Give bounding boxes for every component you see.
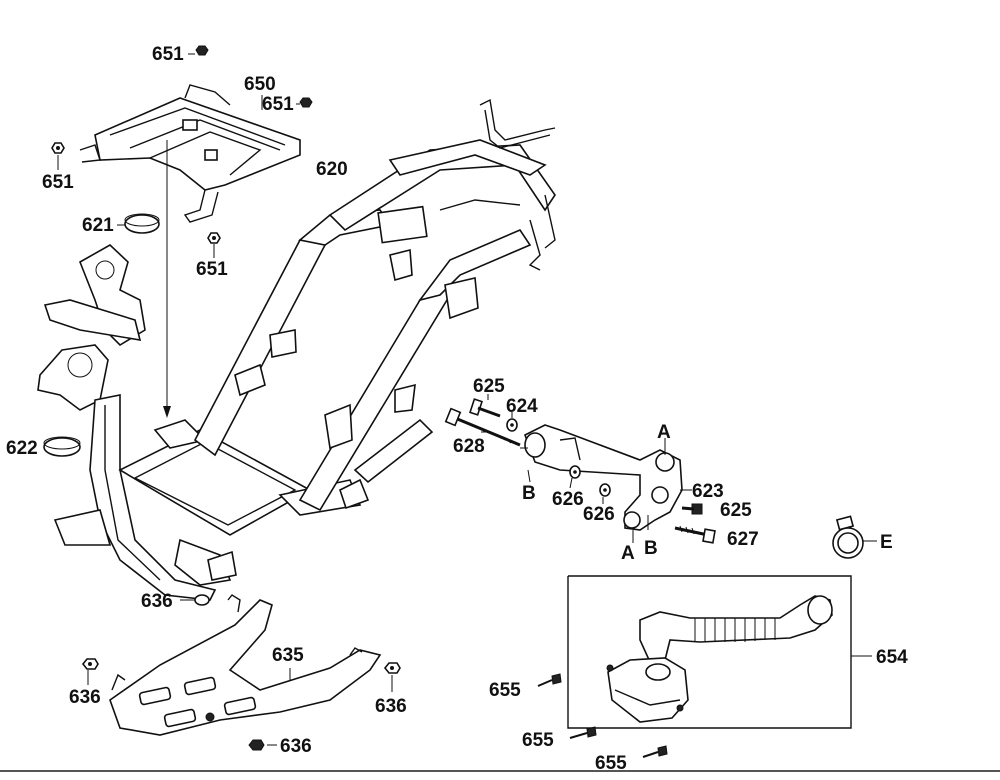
assembly-654-box (567, 575, 852, 729)
callout-624: 624 (506, 396, 538, 417)
part-622-grommet[interactable] (43, 436, 81, 457)
part-624-washer[interactable] (506, 418, 518, 432)
callout-636-d: 636 (280, 736, 312, 757)
callout-E: E (880, 532, 893, 553)
callout-636-c: 636 (375, 696, 407, 717)
callout-625-upper: 625 (473, 376, 505, 397)
part-651-nut-left[interactable] (51, 142, 65, 154)
callout-651-top: 651 (152, 44, 184, 65)
part-620-frame[interactable] (37, 98, 556, 601)
part-636-screw-b[interactable] (81, 658, 99, 670)
callout-636-b: 636 (69, 687, 101, 708)
part-635-under-cover[interactable] (109, 594, 382, 736)
part-636-screw-c[interactable] (383, 662, 401, 674)
callout-651-left: 651 (42, 172, 74, 193)
callout-651-right: 651 (262, 94, 294, 115)
callout-623: 623 (692, 481, 724, 502)
part-626-washer-b[interactable] (599, 483, 611, 497)
part-650-bracket[interactable] (79, 84, 301, 223)
part-655-screw-c[interactable] (642, 745, 668, 758)
part-654-air-duct[interactable] (606, 595, 833, 723)
callout-655-b: 655 (522, 730, 554, 751)
callout-A-upper: A (657, 422, 671, 443)
callout-627: 627 (727, 529, 759, 550)
part-651-nut-right[interactable] (299, 97, 313, 108)
callout-621: 621 (82, 215, 114, 236)
callout-625-lower: 625 (720, 500, 752, 521)
callout-635: 635 (272, 645, 304, 666)
part-636-screw-a[interactable] (194, 594, 210, 606)
callout-620: 620 (316, 159, 348, 180)
part-625-bolt-upper[interactable] (469, 398, 501, 418)
callout-651-mid: 651 (196, 259, 228, 280)
part-651-nut-top[interactable] (195, 45, 209, 56)
callout-A-lower: A (621, 543, 635, 564)
callout-655-a: 655 (489, 680, 521, 701)
callout-636-a: 636 (141, 591, 173, 612)
part-625-bolt-lower[interactable] (681, 503, 703, 515)
part-636-screw-d[interactable] (248, 739, 265, 751)
callout-626-b: 626 (583, 504, 615, 525)
callout-622: 622 (6, 438, 38, 459)
callout-628: 628 (453, 436, 485, 457)
part-621-grommet[interactable] (124, 213, 160, 234)
part-655-screw-a[interactable] (537, 673, 562, 687)
callout-654: 654 (876, 647, 908, 668)
part-626-washer-a[interactable] (569, 465, 581, 479)
callout-626-a: 626 (552, 489, 584, 510)
part-651-nut-mid[interactable] (207, 232, 221, 244)
part-627-bolt[interactable] (674, 525, 716, 544)
callout-B-left: B (522, 483, 536, 504)
part-E-hose-clamp[interactable] (832, 515, 864, 559)
part-655-screw-b[interactable] (569, 726, 597, 739)
callout-655-c: 655 (595, 753, 627, 774)
callout-B-right: B (644, 538, 658, 559)
callout-650: 650 (244, 74, 276, 95)
